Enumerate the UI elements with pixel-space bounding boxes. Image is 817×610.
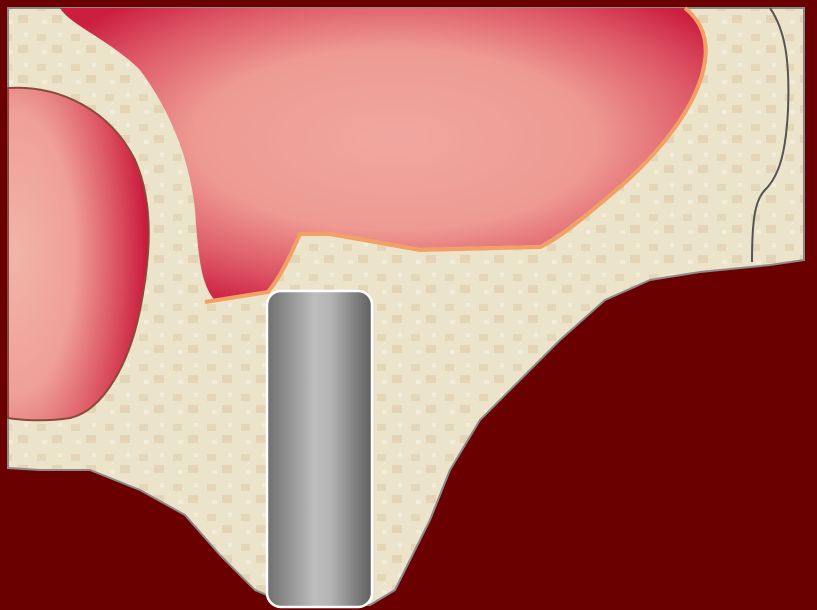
dental-implant [267, 291, 372, 607]
